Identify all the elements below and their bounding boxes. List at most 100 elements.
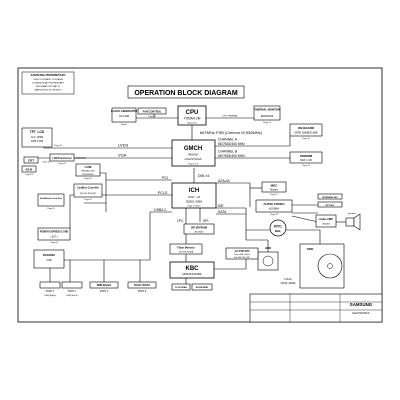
dmi-label: DMI X4 xyxy=(198,174,209,178)
ich-part2: 82801 GBM xyxy=(186,200,203,204)
ich-part: ICH7 - M xyxy=(188,195,201,199)
tft-spec2: 1280 X 800 xyxy=(31,140,44,143)
ontop-spec: Power SW, Switch xyxy=(234,253,250,256)
lan-trans-page: Page 23 xyxy=(58,163,66,165)
kbc-block: KBC HD64F2111BF xyxy=(169,261,215,279)
keyboard-block: KEYBOARD xyxy=(191,283,213,291)
ext-mic-block: EXT MIC xyxy=(317,201,343,208)
gmch-page: Page 6,7,8 xyxy=(188,164,199,166)
tft-label: TFT_LCD xyxy=(30,130,45,134)
ich-page: Page 17,18,19 xyxy=(187,206,201,208)
company-name: SAMSUNG xyxy=(350,302,373,307)
spi-bus-label: SPI xyxy=(203,219,209,223)
gmch-part: 945GM xyxy=(188,153,198,157)
proprietary-line-1: THIS DOCUMENT CONTAINS xyxy=(33,78,63,81)
sodimm-label: SODIMM xyxy=(300,154,313,158)
optical-disc-icon xyxy=(317,253,343,279)
lpc-label: LPC xyxy=(177,219,184,223)
thermal-label: THERMAL MONITOR xyxy=(254,108,280,112)
usb-docking-block: DOCKING USB xyxy=(33,249,65,269)
cardbus-page: Page 25 xyxy=(84,199,92,201)
ontop-spec2: with MICOM, LED xyxy=(234,256,251,259)
crt-page: Page 16 xyxy=(42,162,50,164)
channel-a-speed: 667/533/400 MHz xyxy=(218,142,245,146)
ontop-board-block: On TOP B'D Power SW, Switch with MICOM, … xyxy=(225,247,259,260)
proprietary-heading: SAMSUNG PROPRIETARY xyxy=(31,73,66,77)
odd-spec2: (SATA / EIDE) xyxy=(281,282,296,285)
port1-label: PORT 1 xyxy=(46,290,55,293)
mmc-label: MultiMedia Card Slot xyxy=(40,197,62,200)
lvds-label: LVDS xyxy=(118,143,128,148)
cardbus-label: CardBus Controller xyxy=(77,187,99,190)
flash-part: SST49LF008A xyxy=(179,251,194,254)
audio-amp-block: Audio AMP LM4863 xyxy=(315,214,337,228)
cpu-part: YONAH-2M xyxy=(184,117,201,121)
clock-label: CLOCK GENERATOR xyxy=(111,109,137,113)
flash-memory-block: Flash Memory SST49LF008A xyxy=(169,243,203,255)
proprietary-line-2: CONFIDENTIAL PROPRIETARY xyxy=(32,82,65,85)
ich-block: ICH ICH7 - M 82801 GBM Page 17,18,19 xyxy=(171,182,217,209)
channel-a-label: CHANNEL A xyxy=(218,138,238,142)
rtc-label: RTC xyxy=(274,225,282,229)
crt-block: CRT Page 16 xyxy=(23,156,51,164)
audio-codec-block: AUDIO CODEC AD1986A Page 28 xyxy=(255,199,293,216)
channel-b-label: CHANNEL B xyxy=(218,150,238,154)
azalia-label: AZALIA xyxy=(218,179,230,183)
dmb-module-block: DMB Module PORT 4 xyxy=(89,281,119,293)
kbc-part: HD64F2111BF xyxy=(182,272,202,276)
cardbus-part: RICOH R5C842 xyxy=(80,193,96,195)
usb20-label: USB2.0 xyxy=(154,208,166,212)
rtc-battery: RTC Batt. xyxy=(269,219,287,237)
cpu-thermal-bus-label: CPU THERMAL xyxy=(222,115,238,118)
sodimm-page: Page 13 xyxy=(302,165,310,167)
expresscard-label: POWER EXPRESS CARD xyxy=(40,231,69,234)
hdd-label: HDD xyxy=(265,246,271,250)
speaker-icon xyxy=(353,213,361,231)
internal-mic-block: INTERNAL MIC xyxy=(317,193,343,200)
lom-label: LOM xyxy=(85,165,92,169)
lan-transformer-block: LAN/Transformer Page 23 xyxy=(49,153,75,165)
tft-spec: 12.1" WIDE xyxy=(31,136,44,139)
audio-codec-part: AD1986A xyxy=(269,208,280,211)
cpu-label: CPU xyxy=(186,110,199,116)
internal-mic-label: INTERNAL MIC xyxy=(322,196,338,199)
port2-label: PORT 1 xyxy=(68,290,77,293)
disk-icon xyxy=(262,255,274,267)
sodimm-spec: MAX 1 GB xyxy=(300,159,312,162)
onboard-spec: DDR2 256MB/512MB xyxy=(295,132,318,135)
tft-page: Page 15 xyxy=(54,145,62,147)
gmch-part2: CALISTOGA xyxy=(184,157,201,161)
sata-label: SATA xyxy=(218,210,227,214)
usb-dock-spec: USB xyxy=(47,259,52,262)
company-name-2: ELECTRONICS xyxy=(352,312,369,315)
keyboard-label: KEYBOARD xyxy=(196,286,209,289)
speaker-label: Speaker xyxy=(348,212,356,215)
speaker-block: Speaker xyxy=(345,212,361,231)
mdc-part: Module xyxy=(270,189,279,192)
kbc-label: KBC xyxy=(186,266,200,272)
bt-label: BLUE TOOTH xyxy=(134,284,150,287)
channel-b-speed: 667/533/400 MHz xyxy=(218,154,245,158)
clock-part: CK-410M xyxy=(119,115,129,118)
touchpad-block: TOUCHPAD xyxy=(171,283,191,291)
ontop-label: On TOP B'D xyxy=(235,249,250,253)
lan-trans-label: LAN/Transformer xyxy=(52,157,72,160)
audio-codec-label: AUDIO CODEC xyxy=(263,202,285,206)
onboard-page: Page 12 xyxy=(302,138,310,140)
lom-page: Page 23 xyxy=(84,178,92,180)
rj45-page: Page 23 xyxy=(25,174,33,176)
clock-generator-block: CLOCK GENERATOR CK-410M Page 9 xyxy=(111,107,137,126)
vga-label: VGA xyxy=(118,153,127,158)
spi-eeprom-block: SPI EEPROM AT25080 xyxy=(183,223,215,235)
onboard-memory-block: ON BOARD DDR2 256MB/512MB Page 12 xyxy=(289,123,323,140)
audio-amp-part: LM4863 xyxy=(322,224,331,226)
usb-port-right-block: PORT 1 USB (Right) xyxy=(39,281,61,297)
mdc-label: MDC xyxy=(271,184,279,188)
pci-label: PCI xyxy=(162,176,168,180)
sheet-border xyxy=(17,67,383,323)
fan-control-block: FAN CONTROL Page 11 xyxy=(137,107,167,118)
cardbus-controller-block: CardBus Controller RICOH R5C842 Page 25 xyxy=(73,183,103,201)
thermal-part: EMC6N303 xyxy=(261,115,274,118)
hdd-block: HDD xyxy=(257,246,279,271)
